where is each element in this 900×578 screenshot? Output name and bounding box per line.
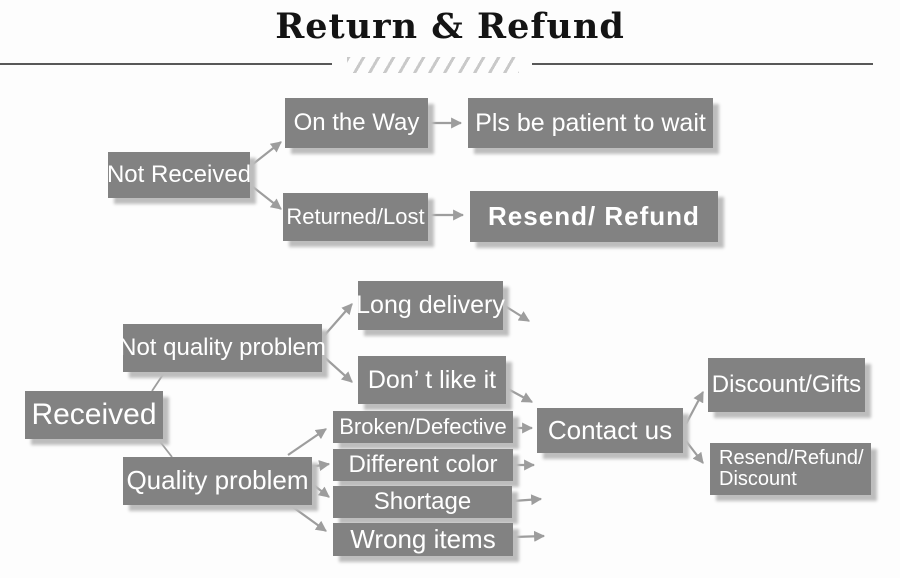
node-resend-refund: Resend/ Refund (470, 191, 718, 242)
node-discount-gifts: Discount/Gifts (708, 358, 865, 412)
node-wrong-items: Wrong items (333, 523, 513, 556)
node-received: Received (25, 391, 163, 439)
arrow-longdelivery-out (504, 305, 530, 322)
arrow-notquality-longdelivery (322, 303, 353, 338)
node-returned-lost: Returned/Lost (283, 193, 428, 241)
arrow-notquality-dontlike (322, 355, 353, 383)
arrow-dontlike-contactus (507, 388, 533, 403)
arrow-quality-differentcolor (309, 460, 331, 471)
node-different-color: Different color (333, 449, 513, 481)
arrow-notreceived-ontheway (252, 141, 282, 165)
node-quality-problem: Quality problem (123, 457, 312, 505)
node-pls-be-patient: Pls be patient to wait (468, 98, 713, 148)
node-dont-like-it: Don’ t like it (358, 356, 506, 404)
arrow-quality-wrongitems (289, 504, 327, 532)
node-broken-defective: Broken/Defective (333, 411, 513, 443)
node-on-the-way: On the Way (285, 98, 428, 148)
page-title: Return & Refund (275, 6, 625, 47)
node-contact-us: Contact us (537, 408, 683, 453)
divider-line-right (532, 63, 873, 65)
node-shortage: Shortage (333, 486, 512, 518)
node-long-delivery: Long delivery (356, 281, 505, 330)
arrow-contactus-resendrefunddiscount (685, 440, 704, 464)
node-not-received: Not Received (107, 152, 251, 198)
arrow-notreceived-returnedlost (252, 186, 282, 210)
node-not-quality-problem: Not quality problem (119, 324, 326, 372)
arrow-quality-shortage (310, 482, 330, 498)
node-resend-refund-discount: Resend/Refund/ Discount (710, 443, 871, 495)
divider-line-left (0, 63, 332, 65)
line-received-notquality (151, 372, 165, 392)
arrow-contactus-discountgifts (685, 391, 704, 425)
arrow-shortage-out (512, 494, 543, 506)
arrow-quality-broken (287, 428, 327, 456)
line-received-quality (157, 438, 173, 458)
divider-hatch-icon (347, 57, 519, 73)
arrow-wrongitems-out (513, 530, 546, 542)
